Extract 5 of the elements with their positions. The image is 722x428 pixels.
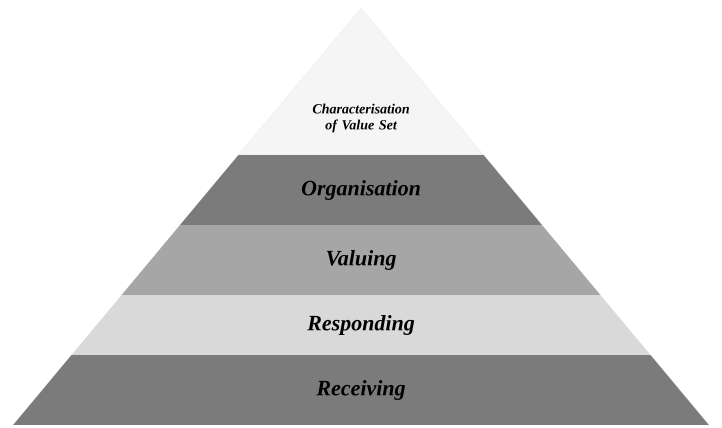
pyramid-level: Organisation <box>180 155 542 225</box>
pyramid-level: Responding <box>71 295 651 355</box>
pyramid-level: Characterisation of Value Set <box>238 8 484 156</box>
pyramid-level: Receiving <box>13 355 709 425</box>
pyramid-level: Valuing <box>122 225 600 295</box>
